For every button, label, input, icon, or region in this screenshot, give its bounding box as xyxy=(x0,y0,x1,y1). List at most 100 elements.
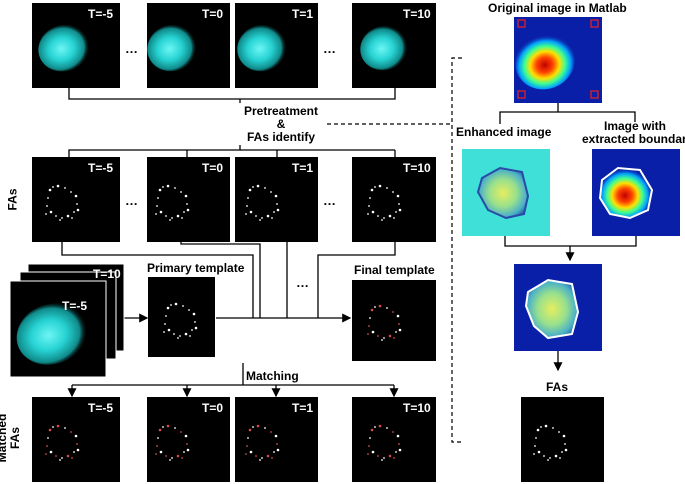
combined-image xyxy=(514,264,602,351)
fa-dot xyxy=(164,323,166,325)
fa-dot xyxy=(186,443,188,445)
ellipsis-merge: … xyxy=(296,275,309,290)
fa-dot xyxy=(159,210,163,214)
fa-dot xyxy=(76,203,78,205)
fa-dot xyxy=(166,424,170,428)
fa-dot xyxy=(274,194,278,198)
fa-dot xyxy=(369,317,371,319)
stack-label-t10: T=10 xyxy=(93,267,121,281)
fa-dot xyxy=(369,197,371,199)
fa-dot xyxy=(194,326,198,330)
fa-dot xyxy=(533,453,535,455)
fa-dot xyxy=(395,211,397,213)
fa-frame-t0 xyxy=(147,157,230,242)
fa-dot xyxy=(398,323,400,325)
fa-dot xyxy=(276,208,280,212)
fa-dot xyxy=(248,188,252,192)
fa-dot xyxy=(184,332,188,336)
fa-dot xyxy=(534,445,536,447)
fa-dot xyxy=(76,443,78,445)
fa-dot xyxy=(73,211,75,213)
raw-frame-t-minus5 xyxy=(32,3,120,88)
fa-dot xyxy=(261,457,263,459)
fa-dot xyxy=(554,454,558,458)
fa-dot xyxy=(388,214,392,218)
fa-dot xyxy=(552,427,554,429)
fa-dot xyxy=(252,426,254,428)
fa-dot xyxy=(71,457,73,459)
fa-dot xyxy=(165,455,167,457)
fa-dot xyxy=(381,219,383,221)
fa-dot xyxy=(64,187,66,189)
fa-dot xyxy=(259,459,261,461)
fa-dot xyxy=(66,214,70,218)
fa-dot xyxy=(559,457,561,459)
row1-connector xyxy=(68,88,396,157)
fas-identify-text: FAs identify xyxy=(246,130,315,144)
fa-dot xyxy=(396,314,400,318)
fa-dot xyxy=(48,188,52,192)
fa-dot xyxy=(66,454,70,458)
fa-dot xyxy=(547,459,549,461)
fa-dot xyxy=(48,428,52,432)
fa-dot xyxy=(186,448,190,452)
fa-dot xyxy=(536,428,540,432)
fa-dot xyxy=(396,434,400,438)
fa-dot xyxy=(177,337,179,339)
matching-label: Matching xyxy=(246,369,299,383)
image-with-boundary xyxy=(592,149,680,236)
matched-fas-text: FAs xyxy=(8,427,22,450)
fa-dot xyxy=(155,453,157,455)
fa-dot xyxy=(171,457,173,459)
fa-dot xyxy=(264,427,266,429)
fa-dot xyxy=(383,337,385,339)
fa-dot xyxy=(156,445,158,447)
fa-dot xyxy=(171,217,173,219)
fa-dot xyxy=(47,437,49,439)
fa-dot xyxy=(274,434,278,438)
fa-dot xyxy=(169,459,171,461)
frame-label-t0: T=0 xyxy=(202,7,224,21)
fa-dot xyxy=(370,188,374,192)
raw-frame-t10 xyxy=(352,3,436,88)
fa-dot xyxy=(378,424,382,428)
fa-dot xyxy=(368,205,370,207)
fa-dot xyxy=(74,194,78,198)
matched-label-t1: T=1 xyxy=(292,401,314,415)
fa-dot xyxy=(266,214,270,218)
fa-dot xyxy=(256,184,260,188)
fa-dot xyxy=(378,184,382,188)
fa-dot xyxy=(271,457,273,459)
fa-dot xyxy=(383,217,385,219)
original-image-label: Original image in Matlab xyxy=(488,1,627,15)
fa-dot xyxy=(374,426,376,428)
frame-stack xyxy=(9,263,125,378)
fa-dot xyxy=(393,457,395,459)
fa-dot xyxy=(535,437,537,439)
fa-dot xyxy=(181,217,183,219)
fa-dot xyxy=(246,205,248,207)
fa-dot xyxy=(181,457,183,459)
fa-dot xyxy=(46,445,48,447)
fa-dot xyxy=(261,217,263,219)
fa-dot xyxy=(173,333,175,335)
frame-label-t-minus5: T=-5 xyxy=(88,7,114,21)
right-fas-label: FAs xyxy=(546,380,569,394)
fa-dot xyxy=(174,187,176,189)
fa-dot xyxy=(47,197,49,199)
fa-dot xyxy=(56,424,60,428)
fa-dot xyxy=(543,455,545,457)
fa-dot xyxy=(61,457,63,459)
fa-dot xyxy=(45,453,47,455)
fa-dot xyxy=(371,210,375,214)
extracted-boundary-text: extracted boundary xyxy=(582,132,685,146)
fa-dot xyxy=(180,431,182,433)
fa-dot xyxy=(386,307,388,309)
fa-dot xyxy=(249,450,253,454)
fa-dot xyxy=(252,186,254,188)
fa-dot xyxy=(166,306,170,310)
original-matlab-image xyxy=(514,17,602,103)
fa-dot xyxy=(247,437,249,439)
fa-dot xyxy=(392,431,394,433)
fa-dot xyxy=(180,191,182,193)
